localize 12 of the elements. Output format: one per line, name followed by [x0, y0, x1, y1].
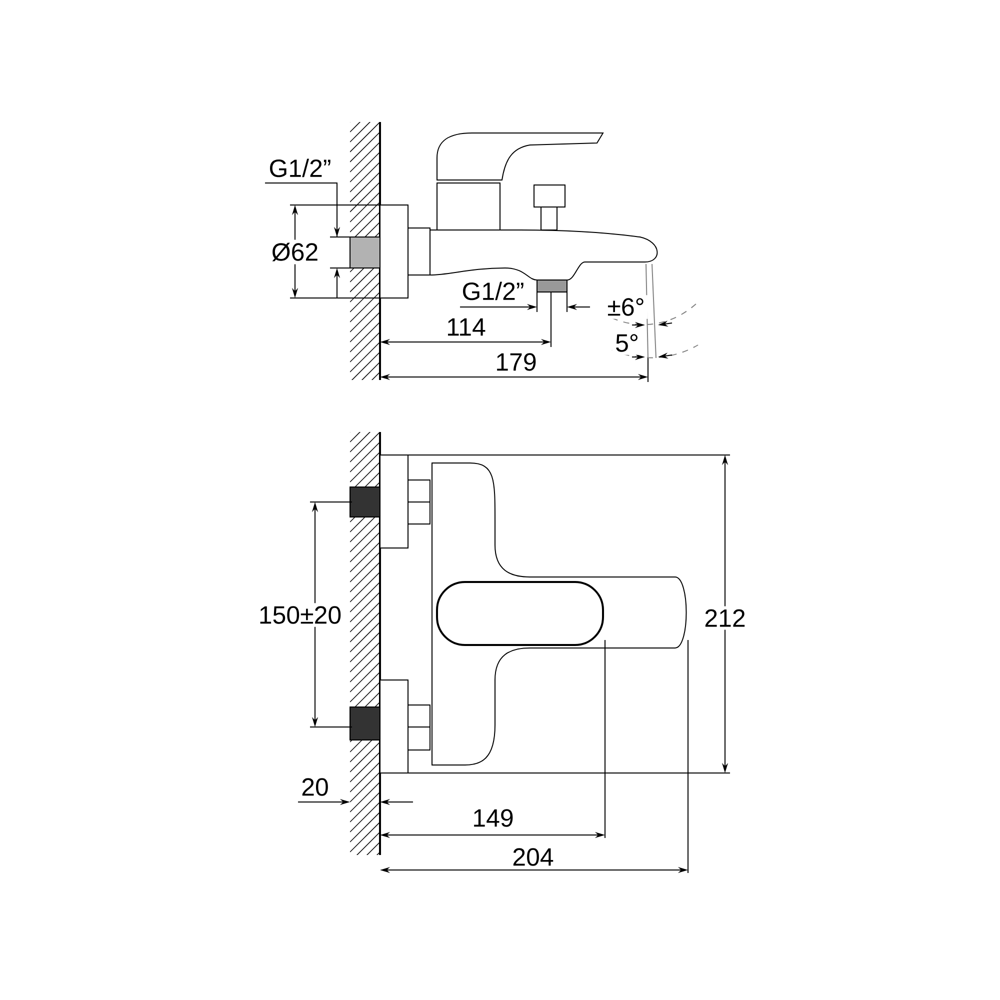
- dimension-label: G1/2”: [266, 156, 334, 180]
- dimension-label: 179: [492, 350, 540, 374]
- dimension-label: 204: [509, 845, 557, 869]
- dimension-label: 5°: [612, 331, 642, 355]
- dimension-label: ±6°: [604, 295, 648, 319]
- dimension-label: 114: [443, 315, 489, 339]
- dimension-label: G1/2”: [458, 278, 528, 304]
- dimension-label: 150±20: [255, 603, 345, 627]
- dimension-label: 212: [701, 606, 749, 630]
- dimension-label: Ø62: [268, 240, 322, 264]
- dimension-label: 149: [469, 806, 517, 830]
- dimension-label: 20: [298, 775, 332, 799]
